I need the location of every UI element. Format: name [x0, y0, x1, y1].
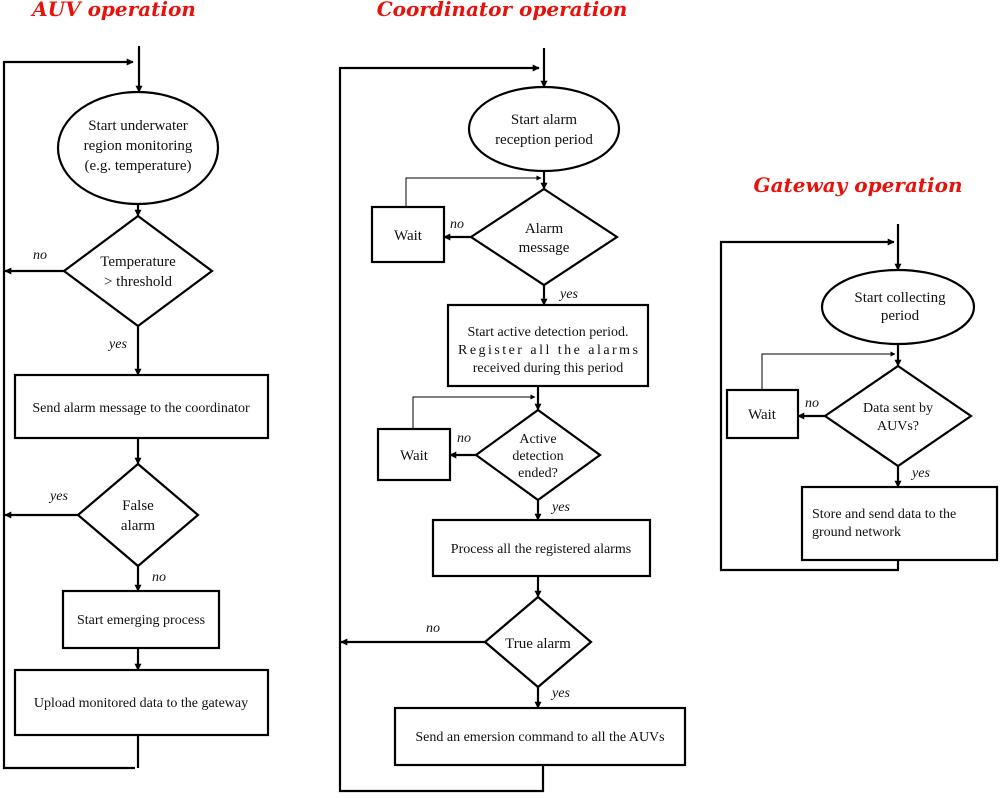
auv-upload-text: Upload monitored data to the gateway [34, 696, 248, 711]
auv-false-line-1: False [122, 498, 154, 514]
auv-temp-decision [62, 214, 214, 328]
gw-data-line-2: AUVs? [877, 419, 919, 434]
coord-wait1-text: Wait [394, 228, 423, 244]
auv-false-no-label: no [152, 570, 166, 585]
coord-active-dec-line-3: ended? [518, 466, 558, 481]
auv-send-alarm-box [13, 373, 270, 440]
auv-title: AUV operation [30, 0, 196, 21]
coord-active-dec-line-1: Active [519, 432, 556, 447]
auv-flow: Start underwater region monitoring (e.g.… [2, 46, 270, 770]
coordinator-title: Coordinator operation [377, 0, 628, 21]
gw-wait-box [725, 388, 800, 440]
auv-false-decision [76, 462, 200, 568]
auv-false-line-2: alarm [121, 518, 155, 534]
gw-store-box [800, 485, 999, 562]
coord-true-yes-label: yes [550, 686, 570, 701]
coord-true-text: True alarm [505, 636, 571, 652]
gw-store-line-2: ground network [812, 525, 901, 540]
coord-start-ellipse [467, 85, 621, 173]
auv-temp-no-label: no [33, 248, 47, 263]
auv-start-line-3: (e.g. temperature) [84, 158, 191, 174]
coord-emersion-text: Send an emersion command to all the AUVs [415, 730, 664, 745]
gw-start-line-2: period [881, 308, 920, 324]
coord-process-text: Process all the registered alarms [451, 542, 631, 557]
coord-true-no-label: no [426, 621, 440, 636]
coord-wait1-box [370, 205, 446, 264]
coord-alarm-yes-label: yes [558, 287, 578, 302]
coordinator-flow: Start alarm reception period Alarm messa… [338, 48, 687, 793]
coord-alarm-decision [468, 187, 620, 287]
coord-emersion-box [393, 706, 687, 767]
gateway-flow: Start collecting period Data sent by AUV… [719, 224, 999, 572]
coord-start-line-1: Start alarm [511, 112, 578, 128]
gateway-title: Gateway operation [753, 173, 962, 197]
coord-start-line-2: reception period [495, 132, 593, 148]
gw-start-ellipse [820, 268, 976, 346]
auv-send-alarm-text: Send alarm message to the coordinator [32, 401, 250, 416]
coord-alarm-line-1: Alarm [525, 221, 564, 237]
gw-data-no-label: no [805, 396, 819, 411]
gw-loop-line [719, 238, 900, 572]
coord-active-dec-line-2: detection [512, 449, 563, 464]
gw-data-yes-label: yes [910, 466, 930, 481]
coord-alarm-line-2: message [519, 240, 570, 256]
gw-store-line-1: Store and send data to the [812, 507, 956, 522]
coord-active-box [446, 303, 650, 388]
coord-active-no-label: no [457, 431, 471, 446]
auv-upload-box [13, 668, 270, 737]
auv-temp-line-1: Temperature [100, 254, 176, 270]
auv-emerging-box [61, 589, 221, 650]
coord-active-line-1: Start active detection period. [468, 325, 629, 340]
gw-wait-text: Wait [748, 407, 777, 423]
auv-temp-yes-label: yes [107, 337, 127, 352]
coord-wait2-text: Wait [400, 448, 429, 464]
coord-loop-line [338, 64, 545, 793]
coord-alarm-no-label: no [450, 217, 464, 232]
coord-active-yes-label: yes [550, 500, 570, 515]
gw-data-decision [823, 364, 973, 468]
coord-process-box [431, 518, 652, 578]
coord-wait2-box [376, 427, 452, 482]
coord-active-line-3: received during this period [473, 361, 623, 376]
auv-emerging-text: Start emerging process [77, 613, 205, 628]
auv-start-line-2: region monitoring [84, 138, 193, 154]
auv-false-yes-label: yes [48, 489, 68, 504]
gw-wait-feedback [761, 351, 896, 390]
auv-loop-line [2, 58, 135, 770]
gw-start-line-1: Start collecting [854, 290, 946, 306]
coord-active-line-2: Register all the alarms [458, 343, 638, 358]
auv-temp-line-2: > threshold [104, 274, 173, 290]
coord-wait2-feedback [412, 394, 536, 429]
coord-wait1-feedback [405, 175, 542, 207]
gw-data-line-1: Data sent by [863, 401, 933, 416]
auv-start-line-1: Start underwater [88, 118, 188, 134]
